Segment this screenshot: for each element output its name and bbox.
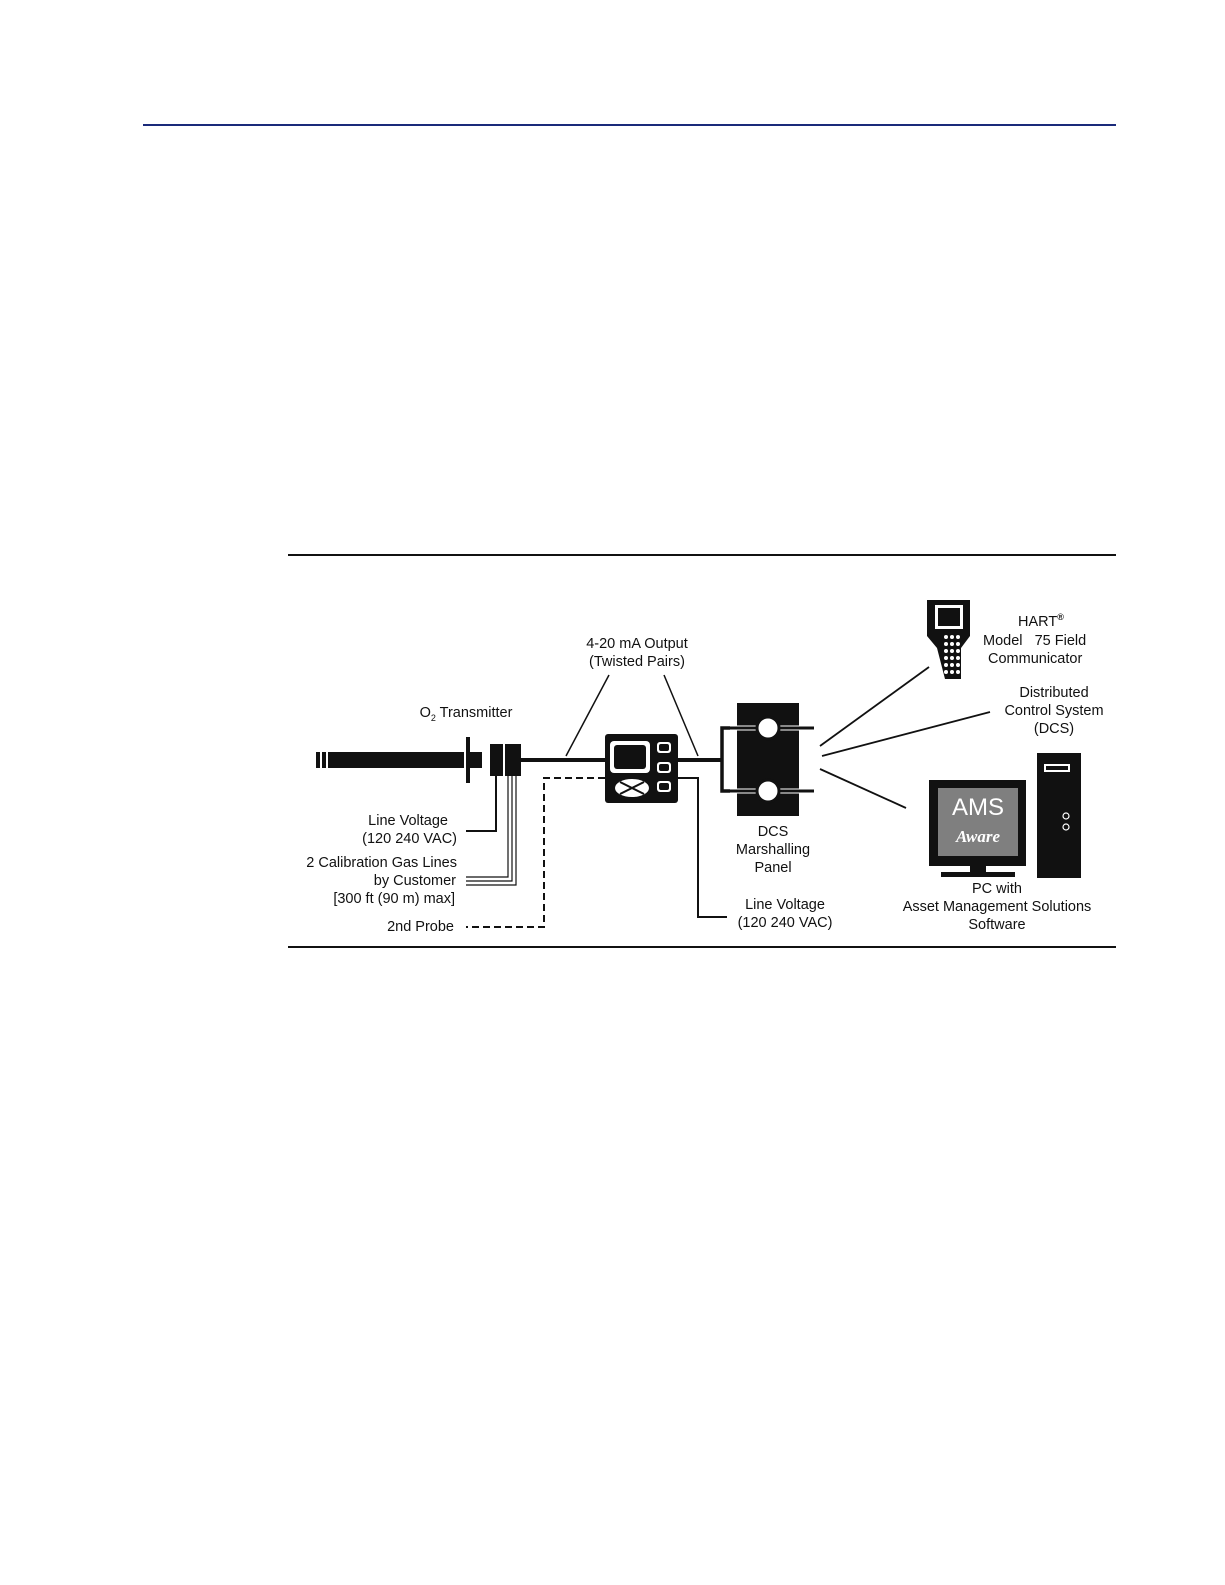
cal-gas-line1: 2 Calibration Gas Lines [306, 855, 457, 871]
link-to-hart [819, 666, 930, 747]
output-label-line2: (Twisted Pairs) [589, 654, 685, 670]
hart-line2: Model 75 Field [983, 633, 1086, 649]
marshalling-line3: Panel [754, 860, 791, 876]
pc-workstation-icon [929, 753, 1081, 878]
dcs-line3: (DCS) [1034, 721, 1074, 737]
hart-registered-mark: ® [1057, 612, 1064, 622]
line-voltage-bottom-line1: Line Voltage [745, 897, 825, 913]
hart-line3: Communicator [988, 651, 1082, 667]
line-voltage-left-line2: (120 240 VAC) [362, 831, 457, 847]
monitor-screen [938, 788, 1018, 856]
cal-gas-line-2 [466, 776, 513, 882]
header-rule [143, 124, 1116, 126]
cal-gas-line3: [300 ft (90 m) max] [333, 891, 455, 907]
o2-probe [316, 737, 521, 783]
pc-line1: PC with [972, 881, 1022, 897]
output-pointer-right [663, 674, 699, 757]
cal-gas-line-1 [466, 776, 509, 878]
electronics-unit [605, 734, 678, 803]
ams-screen-line2: Aware [955, 827, 1001, 846]
dcs-line1: Distributed [1019, 685, 1088, 701]
marshalling-line1: DCS [758, 824, 789, 840]
transmitter-label-prefix: O [420, 705, 431, 721]
cal-gas-line2: by Customer [374, 873, 456, 889]
cal-gas-line-3 [466, 776, 517, 886]
output-pointer-left [565, 674, 610, 757]
hart-communicator-icon [927, 600, 970, 679]
output-label-line1: 4-20 mA Output [586, 636, 688, 652]
hart-name: HART [1018, 614, 1057, 630]
hart-title: HART® [1018, 612, 1064, 630]
line-voltage-bottom-wire [678, 777, 727, 918]
marshalling-line2: Marshalling [736, 842, 810, 858]
pc-line3: Software [968, 917, 1025, 933]
link-to-pc [819, 768, 907, 809]
line-voltage-left-wire [466, 776, 497, 832]
marshalling-panel [720, 703, 814, 816]
link-to-dcs [821, 711, 991, 757]
second-probe-line [466, 777, 605, 928]
transmitter-label-suffix: Transmitter [436, 705, 513, 721]
pc-line2: Asset Management Solutions [903, 899, 1092, 915]
second-probe-label: 2nd Probe [387, 919, 454, 935]
transmitter-label-subscript: 2 [431, 713, 436, 723]
dcs-line2: Control System [1004, 703, 1103, 719]
line-voltage-bottom-line2: (120 240 VAC) [738, 915, 833, 931]
ams-screen-line1: AMS [952, 794, 1004, 821]
transmitter-label: O2 Transmitter [420, 705, 513, 723]
line-voltage-left-line1: Line Voltage [368, 813, 448, 829]
